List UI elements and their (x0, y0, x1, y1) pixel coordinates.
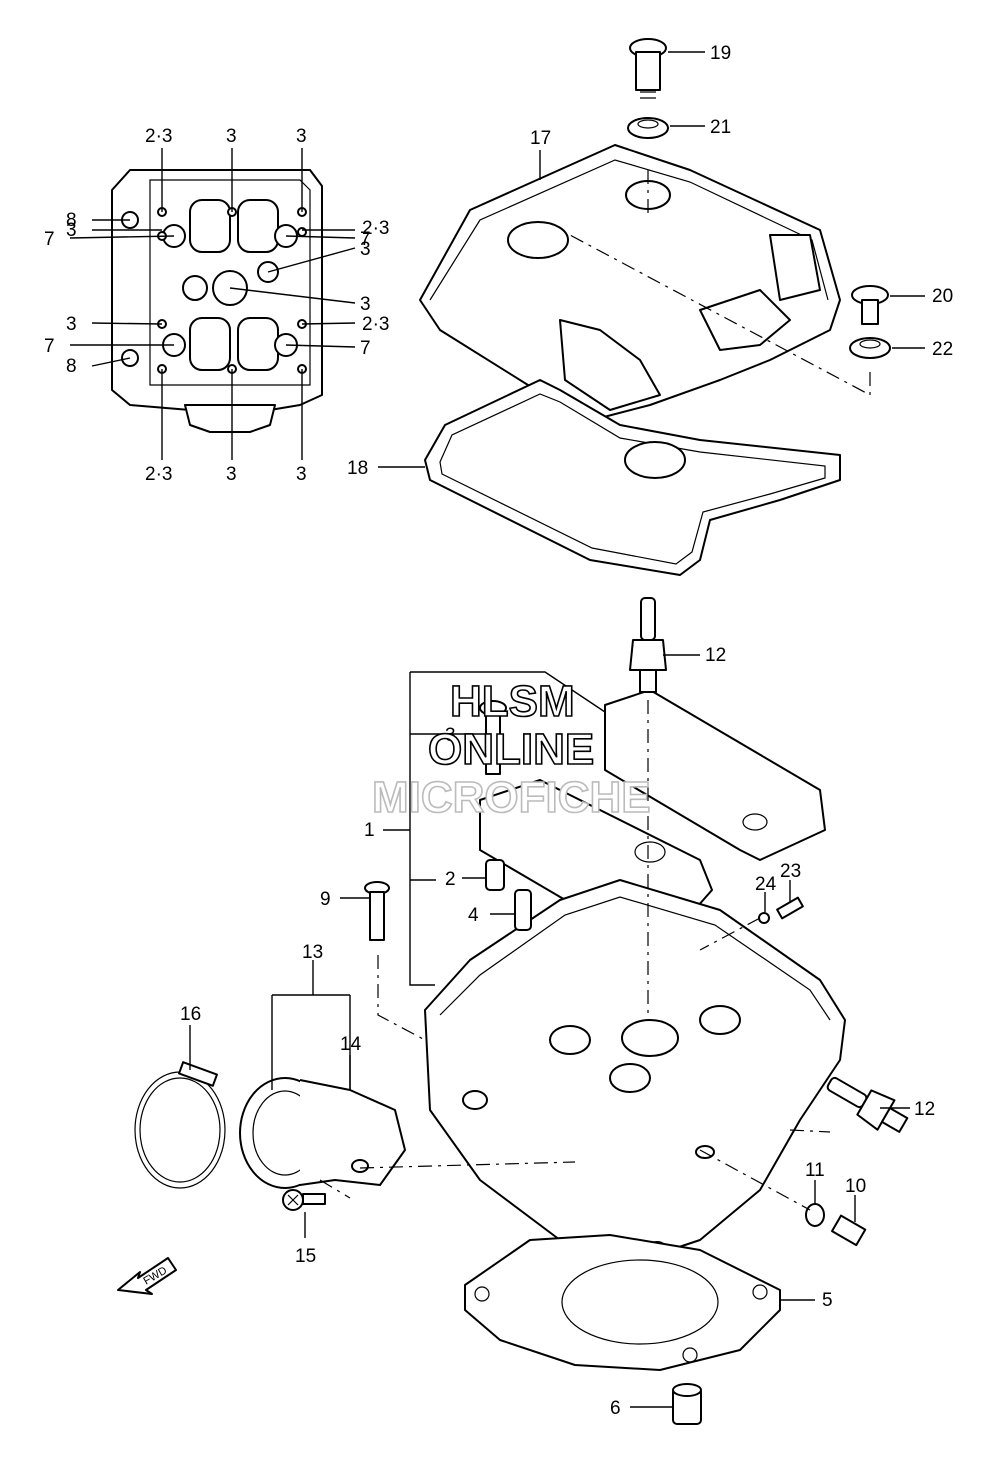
bolt-10 (831, 1214, 867, 1247)
callout-16: 16 (180, 1004, 201, 1025)
callout-1: 1 (364, 820, 375, 841)
valve-cover-gasket (424, 379, 841, 576)
inset-label-left-3b: 3 (66, 314, 77, 335)
inset-label-left-8a: 8 (66, 210, 77, 231)
callout-15: 15 (295, 1246, 316, 1267)
hose-clamp-16 (134, 1061, 226, 1189)
callout-18: 18 (347, 458, 368, 479)
inset-label-left-7a: 7 (44, 229, 55, 250)
callout-21: 21 (710, 117, 731, 138)
inset-label-right-23b: 2·3 (362, 314, 389, 335)
callout-3: 3 (445, 725, 456, 746)
spark-plug-upper (629, 597, 667, 693)
inset-label-bottom-left: 2·3 (145, 464, 172, 485)
cap-bolt-19 (629, 38, 667, 99)
watermark-line-2: ONLINE (428, 725, 594, 774)
inset-label-top-mid: 3 (226, 126, 237, 147)
holder-bolt-3 (479, 700, 507, 775)
head-gasket (464, 1234, 781, 1371)
dowel-pin-6 (672, 1383, 702, 1425)
callout-23: 23 (780, 861, 801, 882)
inset-label-top-right: 3 (296, 126, 307, 147)
inset-label-right-7b: 7 (360, 338, 371, 359)
callout-14: 14 (340, 1034, 362, 1055)
spark-plug-lower (826, 1076, 909, 1133)
cylinder-head-top-view-inset (69, 148, 356, 460)
callout-10: 10 (845, 1176, 866, 1197)
pin-4 (514, 889, 532, 931)
callout-17: 17 (530, 128, 551, 149)
grommet-21 (627, 117, 669, 139)
head-bolt-9 (364, 881, 390, 941)
washer-11 (805, 1203, 825, 1227)
callout-12-upper: 12 (705, 645, 726, 666)
inset-label-left-3a: 3 (66, 220, 77, 241)
cylinder-head (424, 879, 846, 1261)
inset-label-right-7a: 7 (360, 229, 371, 250)
inset-label-bottom-mid: 3 (226, 464, 237, 485)
callout-12-lower: 12 (914, 1099, 935, 1120)
intake-pipe (239, 1077, 406, 1189)
callout-4: 4 (468, 905, 479, 926)
dowel-2 (485, 859, 505, 891)
inset-label-right-3b: 3 (360, 294, 371, 315)
valve-cover (419, 144, 841, 419)
washer-22 (849, 337, 891, 359)
callout-13: 13 (302, 942, 323, 963)
watermark-line-3: MICROFICHE (372, 773, 651, 822)
watermark-line-1: HLSM (450, 677, 575, 726)
callout-6: 6 (610, 1398, 621, 1419)
callout-24: 24 (755, 874, 777, 895)
inset-label-bottom-right: 3 (296, 464, 307, 485)
inset-label-right-23a: 2·3 (362, 218, 389, 239)
callout-19: 19 (710, 43, 731, 64)
callout-5: 5 (822, 1290, 833, 1311)
inset-label-right-3a: 3 (360, 239, 371, 260)
callout-11: 11 (805, 1160, 825, 1181)
inset-label-left-8b: 8 (66, 356, 77, 377)
callout-22: 22 (932, 339, 953, 360)
forward-arrow-icon: FWD (117, 1257, 177, 1295)
inset-label-top-left: 2·3 (145, 126, 172, 147)
callout-20: 20 (932, 286, 953, 307)
bolt-20 (851, 285, 889, 325)
screw-15 (282, 1189, 326, 1211)
callout-9: 9 (320, 889, 331, 910)
inset-label-left-7b: 7 (44, 336, 55, 357)
callout-2: 2 (445, 869, 456, 890)
